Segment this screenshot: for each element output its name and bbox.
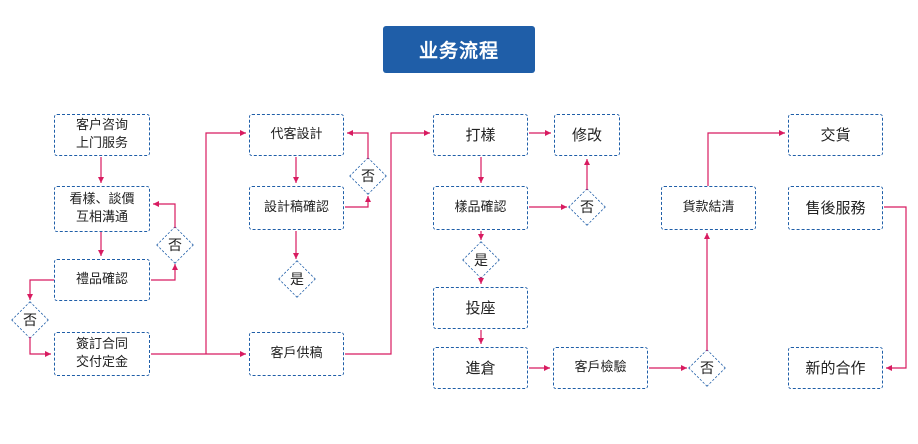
node-payment: 貨款結清: [661, 186, 756, 230]
node-inspection: 客戶檢驗: [553, 347, 648, 389]
line-gift-to-no2: [27, 279, 54, 300]
arrow-draft-to-proof: [345, 130, 430, 355]
arrow-after-sales-to-new: [884, 206, 907, 371]
node-view-sample: 看樣、談價 互相溝通: [54, 186, 150, 232]
node-proof: 打樣: [433, 114, 528, 156]
decision-label: 是: [474, 253, 488, 269]
node-gift-confirm: 禮品確認: [54, 259, 150, 301]
node-consult: 客户咨询 上门服务: [54, 114, 150, 156]
decision-yes-sample: 是: [462, 241, 500, 279]
arrow-no3-to-design: [347, 130, 369, 159]
arrow-payment-to-delivery: [707, 130, 785, 186]
decision-label: 否: [23, 313, 37, 329]
node-design: 代客設計: [249, 114, 344, 156]
node-after-sales: 售後服務: [788, 186, 883, 230]
node-sign-contract: 簽訂合同 交付定金: [54, 332, 150, 376]
node-new-cooperation: 新的合作: [788, 347, 883, 389]
arrow-no2-to-contract: [29, 337, 51, 357]
decision-no-contract: 否: [11, 301, 49, 339]
node-design-confirm: 設計稿確認: [249, 186, 344, 230]
decision-label: 否: [580, 200, 594, 216]
decision-yes-design: 是: [278, 260, 316, 298]
decision-label: 否: [700, 361, 714, 377]
decision-no-design: 否: [349, 157, 387, 195]
decision-label: 否: [361, 169, 375, 185]
diagram-title: 业务流程: [383, 26, 535, 73]
decision-no-negotiate: 否: [156, 226, 194, 264]
node-warehouse: 進倉: [433, 347, 528, 389]
decision-label: 否: [168, 238, 182, 254]
node-customer-draft: 客戶供稿: [249, 332, 344, 376]
node-sample-confirm: 樣品確認: [433, 186, 528, 230]
arrow-contract-to-design: [205, 130, 246, 354]
arrow-no1-to-view: [153, 201, 176, 228]
node-production: 投座: [433, 287, 528, 329]
decision-label: 是: [290, 272, 304, 288]
node-modify: 修改: [554, 114, 620, 156]
line-confirm-to-no3: [345, 196, 371, 208]
line-gift-to-no1: [151, 264, 178, 281]
decision-no-sample: 否: [568, 188, 606, 226]
decision-no-inspection: 否: [688, 349, 726, 387]
node-delivery: 交貨: [788, 114, 883, 156]
